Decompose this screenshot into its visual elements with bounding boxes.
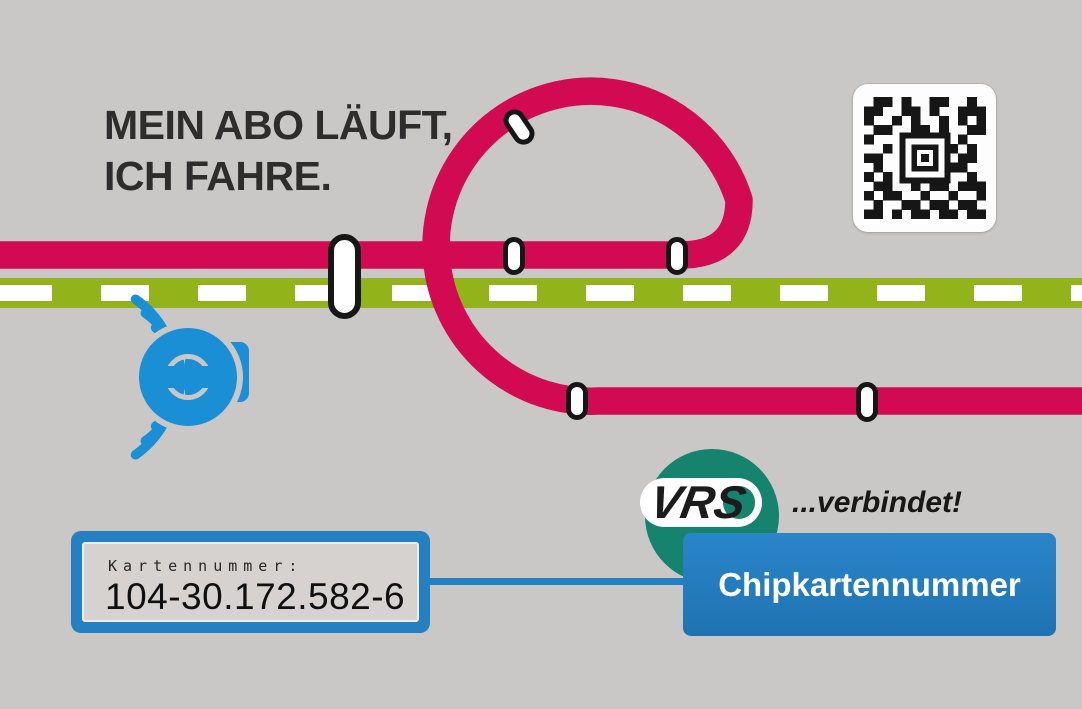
e-crossbar [140, 366, 236, 388]
headline: MEIN ABO LÄUFT, ICH FAHRE. [104, 100, 453, 202]
headline-line2: ICH FAHRE. [104, 153, 332, 199]
eticket-contactless-icon [130, 294, 249, 460]
headline-line1: MEIN ABO LÄUFT, [104, 102, 453, 148]
barcode-panel [853, 84, 996, 232]
vrs-logo-text: VRS [646, 476, 750, 528]
station-marker [503, 237, 525, 275]
chipcard-number-callout: Chipkartennummer [683, 533, 1056, 636]
station-marker [856, 382, 878, 422]
card-number-box-inner: Kartennummer: 104-30.172.582-6 [82, 542, 419, 622]
route-line-green-dashed [0, 278, 1082, 308]
route-dashes [0, 285, 1082, 301]
vrs-logo-band-opening [723, 486, 755, 519]
chipcard-number-label: Chipkartennummer [718, 565, 1021, 603]
station-marker [566, 382, 588, 420]
card-number-value: 104-30.172.582-6 [105, 576, 406, 617]
station-marker [666, 237, 688, 275]
vrs-tagline: ...verbindet! [792, 486, 963, 519]
card-number-box: Kartennummer: 104-30.172.582-6 [71, 531, 430, 633]
2d-barcode [864, 97, 986, 219]
card-number-label: Kartennummer: [108, 557, 304, 575]
vrs-logo: VRS [640, 449, 779, 583]
station-marker [328, 234, 361, 319]
connector-line [424, 578, 689, 585]
barcode-bullseye [899, 132, 951, 184]
